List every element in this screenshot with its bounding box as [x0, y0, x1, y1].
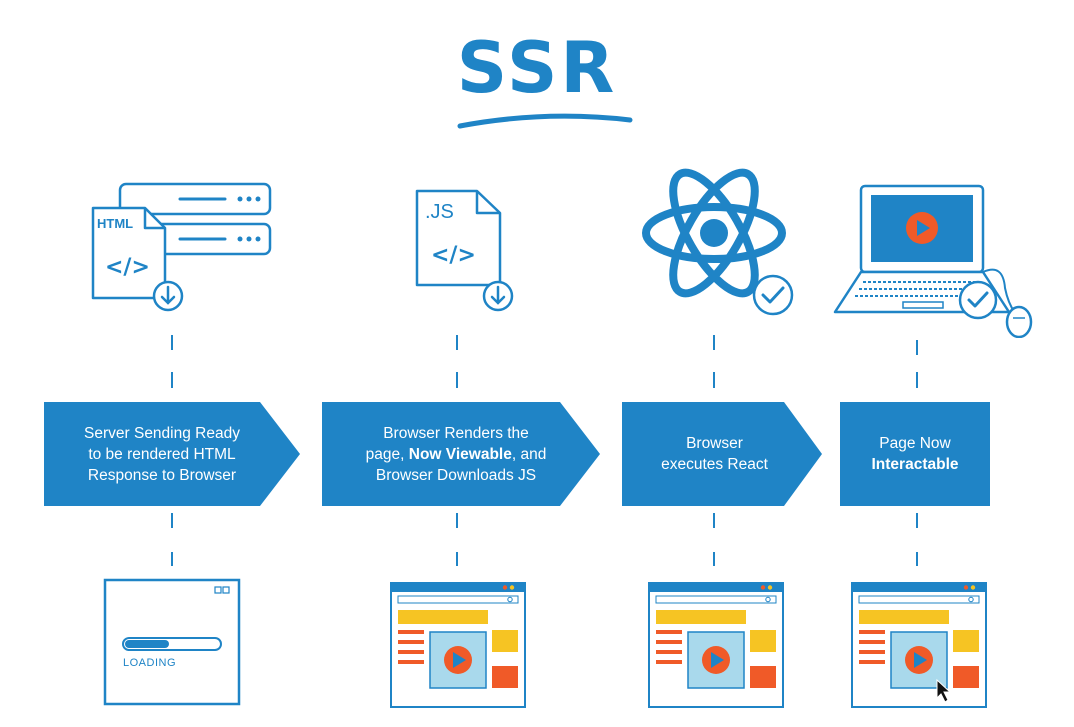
progress-fill [125, 640, 169, 648]
step-1-text: Server Sending Ready to be rendered HTML… [44, 402, 280, 506]
step-3-arrow [622, 402, 822, 506]
js-label: .JS [425, 201, 454, 223]
html-file-download-icon: HTML </> [91, 182, 272, 312]
step-2-bold: Now Viewable [408, 445, 512, 463]
step-2-line: Browser Downloads JS [375, 466, 537, 484]
step-3-text: Browser executes React [622, 402, 807, 506]
step-1-line: Server Sending Ready [84, 424, 240, 442]
file-shape [415, 189, 502, 287]
check-icon [958, 280, 998, 320]
laptop-play-check-icon [833, 184, 1033, 338]
mouse [1005, 305, 1033, 338]
step-1-line: to be rendered HTML [88, 445, 236, 463]
loading-browser-window: LOADING [103, 578, 241, 706]
step-3-line: Browser [686, 435, 743, 452]
rendered-browser-window [648, 582, 784, 708]
step-1-line: Response to Browser [87, 466, 237, 484]
step-1-arrow [44, 402, 300, 506]
code-label: </> [105, 255, 150, 280]
check-icon [752, 274, 794, 316]
step-2-line: page, [365, 445, 409, 463]
loading-label: LOADING [123, 657, 176, 669]
react-atom-check-icon [642, 168, 794, 316]
code-label: </> [431, 243, 476, 268]
interactive-browser-window [851, 582, 987, 708]
step-4-text: Page Now Interactable [840, 402, 990, 506]
step-2-line: Browser Renders the [383, 424, 529, 442]
file-shape [91, 206, 167, 300]
mouse-cable [982, 268, 1016, 314]
rendered-browser-window [390, 582, 526, 708]
step-2-arrow [322, 402, 600, 506]
step-3-line: executes React [661, 456, 768, 473]
step-4-bold: Interactable [871, 456, 959, 473]
step-4-box [840, 402, 990, 506]
html-label: HTML [97, 216, 133, 231]
title-underline [457, 113, 633, 129]
cursor-icon [936, 678, 952, 703]
atom-nucleus [700, 219, 728, 247]
step-2-text: Browser Renders the page, Now Viewable, … [322, 402, 590, 506]
step-4-line: Page Now [879, 435, 951, 452]
page-title: SSR [456, 27, 618, 109]
step-2-line: , and [511, 445, 547, 463]
js-file-download-icon: .JS </> [415, 189, 514, 312]
